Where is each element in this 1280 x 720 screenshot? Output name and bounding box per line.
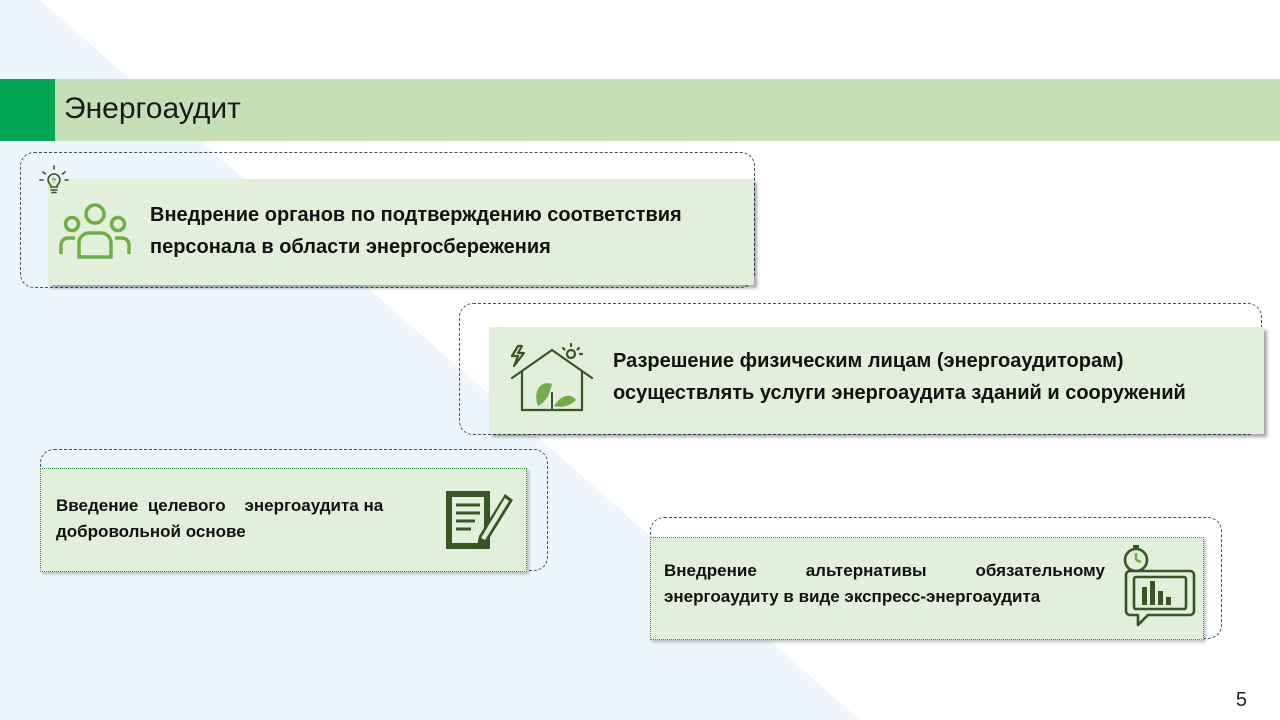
card-2 [489,327,1264,434]
document-pen-icon [446,491,513,549]
card-4 [650,537,1204,640]
title-accent [0,79,55,141]
bulb-icon [39,165,69,194]
card-text-2: Разрешение физическим лицам (энергоаудит… [613,350,1186,404]
title-bar: Энергоаудит [0,79,1280,141]
card-3 [40,468,527,572]
stopwatch-chart-icon [1123,545,1196,627]
card-1 [48,179,754,285]
page-number: 5 [1235,689,1247,711]
page-title: Энергоаудит [64,92,241,125]
card-text-4: Внедрение альтернативы обязательному эне… [664,561,1105,606]
card-text-1: Внедрение органов по подтверждению соотв… [150,204,682,258]
eco-house-icon [510,342,594,412]
card-text-3: Введение целевого энергоаудита на добров… [56,496,388,541]
card-frame-1 [20,152,755,288]
people-group-icon [59,203,131,259]
